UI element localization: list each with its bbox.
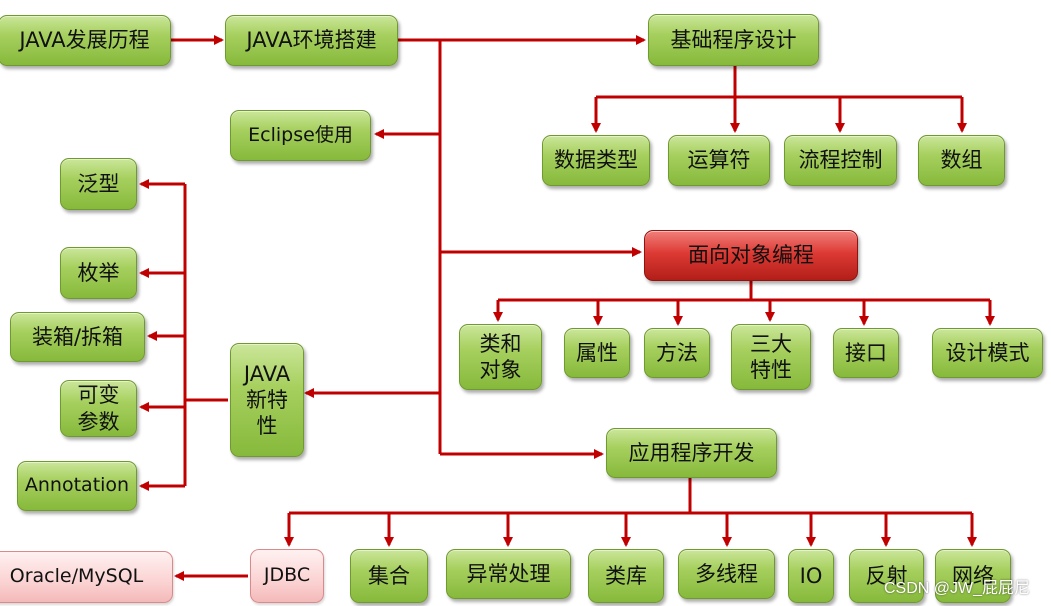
watermark: CSDN @JW_屁屁尼 bbox=[884, 580, 1031, 597]
node-oracle-mysql: Oracle/MySQL bbox=[0, 551, 173, 603]
node-collections: 集合 bbox=[350, 549, 428, 603]
node-enum: 枚举 bbox=[60, 247, 137, 299]
node-java-new-features: JAVA 新特 性 bbox=[230, 343, 304, 457]
node-three-features: 三大 特性 bbox=[731, 324, 811, 390]
node-eclipse: Eclipse使用 bbox=[230, 110, 371, 161]
node-class-object: 类和 对象 bbox=[459, 324, 542, 390]
node-varargs: 可变 参数 bbox=[60, 380, 137, 437]
node-attributes: 属性 bbox=[564, 328, 630, 378]
node-data-types: 数据类型 bbox=[542, 135, 650, 186]
node-app-dev: 应用程序开发 bbox=[606, 428, 777, 478]
node-exception: 异常处理 bbox=[446, 549, 571, 599]
node-flow-control: 流程控制 bbox=[784, 135, 897, 186]
node-multithreading: 多线程 bbox=[678, 549, 775, 599]
node-interface: 接口 bbox=[833, 328, 899, 378]
node-network: 网络 bbox=[935, 549, 1011, 603]
node-java-env: JAVA环境搭建 bbox=[225, 15, 398, 66]
node-boxing: 装箱/拆箱 bbox=[10, 312, 145, 362]
node-java-history: JAVA发展历程 bbox=[0, 15, 171, 66]
node-io: IO bbox=[788, 549, 834, 603]
node-class-library: 类库 bbox=[588, 549, 664, 603]
node-design-patterns: 设计模式 bbox=[932, 328, 1043, 378]
node-jdbc: JDBC bbox=[250, 549, 324, 603]
node-methods: 方法 bbox=[644, 328, 710, 378]
node-oop: 面向对象编程 bbox=[644, 230, 858, 281]
node-annotation: Annotation bbox=[17, 461, 137, 511]
node-generics: 泛型 bbox=[60, 158, 137, 210]
node-operators: 运算符 bbox=[668, 135, 770, 186]
node-arrays: 数组 bbox=[918, 135, 1005, 186]
node-basic-design: 基础程序设计 bbox=[648, 14, 819, 66]
node-reflection: 反射 bbox=[849, 549, 924, 603]
